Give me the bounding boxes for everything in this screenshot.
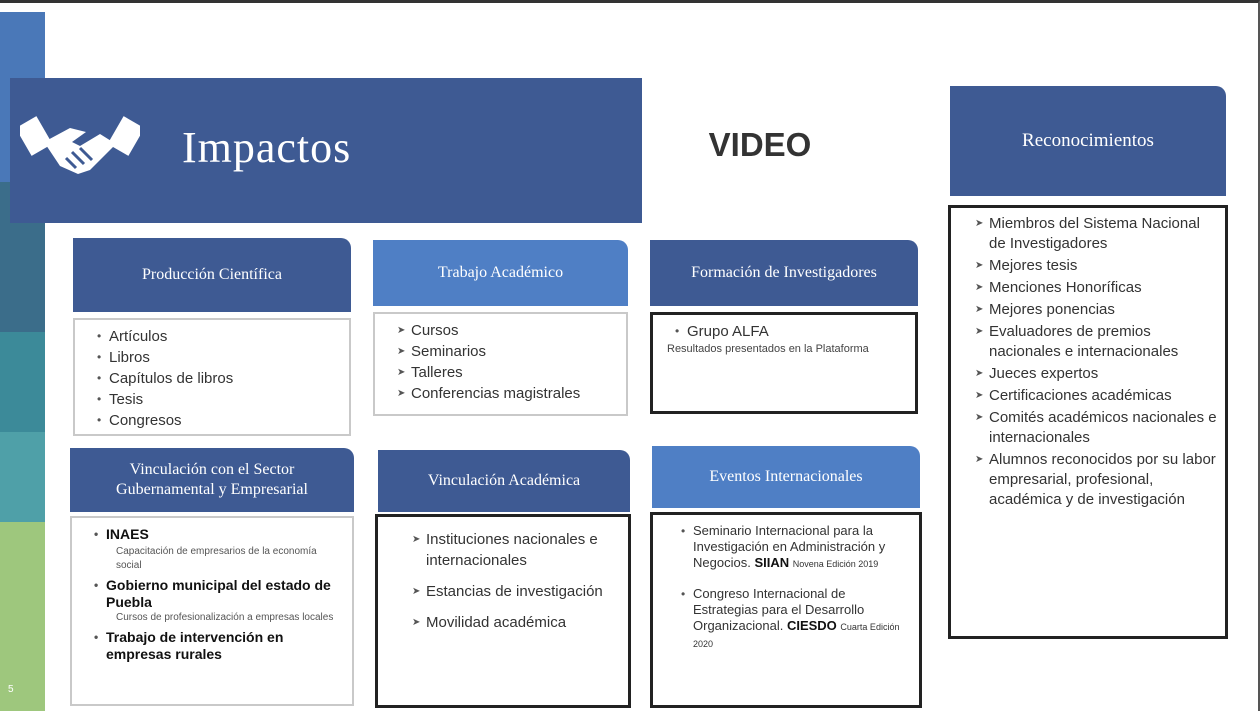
formacion-items: Grupo ALFA: [673, 321, 907, 342]
eventos-header: Eventos Internacionales: [652, 446, 920, 508]
vinc-gub-sub: Capacitación de empresarios de la econom…: [116, 546, 317, 571]
reconocimiento-item: Comités académicos nacionales e internac…: [975, 408, 1217, 448]
evento-tag: CIESDO: [786, 618, 837, 633]
vinc-gub-header: Vinculación con el Sector Gubernamental …: [70, 448, 354, 512]
produccion-list: ArtículosLibrosCapítulos de librosTesisC…: [73, 318, 351, 436]
trabajo-header: Trabajo Académico: [373, 240, 628, 306]
side-stripe-4: [0, 432, 45, 522]
trabajo-item: Talleres: [397, 362, 618, 383]
evento-text: Seminario Internacional para la Investig…: [693, 523, 886, 570]
trabajo-list: CursosSeminariosTalleresConferencias mag…: [373, 312, 628, 416]
produccion-header: Producción Científica: [73, 238, 351, 312]
vinc-acad-title: Vinculación Académica: [427, 472, 581, 489]
reconocimiento-item: Mejores tesis: [975, 256, 1217, 276]
evento-text: Congreso Internacional de Estrategias pa…: [693, 586, 865, 633]
trabajo-items: CursosSeminariosTalleresConferencias mag…: [397, 320, 618, 404]
trabajo-item: Seminarios: [397, 341, 618, 362]
handshake-icon: [15, 108, 145, 188]
produccion-item: Congresos: [97, 410, 341, 431]
produccion-title: Producción Científica: [142, 266, 282, 283]
formacion-box: Grupo ALFA Resultados presentados en la …: [650, 312, 918, 414]
title-banner: [10, 78, 642, 223]
reconocimiento-item: Miembros del Sistema Nacional de Investi…: [975, 214, 1217, 254]
formacion-header: Formación de Investigadores: [650, 240, 918, 306]
vinc-acad-items: Instituciones nacionales e internacional…: [412, 529, 618, 633]
vinc-gub-item: Gobierno municipal del estado de Puebla: [94, 577, 344, 611]
side-stripe-3: [0, 332, 45, 432]
vinc-acad-list: Instituciones nacionales e internacional…: [375, 514, 631, 708]
produccion-item: Tesis: [97, 389, 341, 410]
trabajo-item: Cursos: [397, 320, 618, 341]
reconocimiento-item: Certificaciones académicas: [975, 386, 1217, 406]
eventos-title: Eventos Internacionales: [709, 468, 863, 485]
formacion-title: Formación de Investigadores: [691, 264, 877, 281]
vinc-gub-items: INAES Capacitación de empresarios de la …: [92, 524, 344, 663]
vinc-acad-item: Instituciones nacionales e internacional…: [412, 529, 618, 571]
reconocimiento-item: Mejores ponencias: [975, 300, 1217, 320]
trabajo-title: Trabajo Académico: [437, 264, 564, 281]
eventos-items: Seminario Internacional para la Investig…: [679, 523, 911, 652]
reconocimiento-item: Jueces expertos: [975, 364, 1217, 384]
vinc-acad-item: Movilidad académica: [412, 612, 618, 633]
reconocimiento-item: Evaluadores de premios nacionales e inte…: [975, 322, 1217, 362]
vinc-gub-item: INAES: [94, 524, 344, 545]
vinc-gub-list: INAES Capacitación de empresarios de la …: [70, 516, 354, 706]
reconocimientos-title: Reconocimientos: [1022, 130, 1154, 152]
produccion-item: Artículos: [97, 326, 341, 347]
page-title: Impactos: [182, 123, 352, 172]
formacion-item: Grupo ALFA: [675, 321, 907, 342]
vinc-acad-header: Vinculación Académica: [378, 450, 630, 512]
evento-edition: Cuarta Edición 2020: [693, 622, 900, 649]
produccion-item: Libros: [97, 347, 341, 368]
vinc-gub-item: Trabajo de intervención en empresas rura…: [94, 629, 344, 663]
vinc-acad-item: Estancias de investigación: [412, 581, 618, 602]
evento-tag: SIIAN: [754, 555, 790, 570]
video-label[interactable]: VIDEO: [708, 126, 812, 163]
evento-edition: Novena Edición 2019: [792, 559, 879, 569]
evento-item: Congreso Internacional de Estrategias pa…: [681, 586, 911, 652]
produccion-item: Capítulos de libros: [97, 368, 341, 389]
evento-item: Seminario Internacional para la Investig…: [681, 523, 911, 572]
trabajo-item: Conferencias magistrales: [397, 383, 618, 404]
slide-number: 5: [8, 684, 14, 695]
vinc-gub-title: Vinculación con el Sector Gubernamental …: [116, 461, 308, 498]
formacion-note: Resultados presentados en la Plataforma: [667, 343, 869, 355]
reconocimientos-items: Miembros del Sistema Nacional de Investi…: [975, 214, 1217, 510]
reconocimiento-item: Menciones Honoríficas: [975, 278, 1217, 298]
eventos-list: Seminario Internacional para la Investig…: [650, 512, 922, 708]
reconocimientos-list: Miembros del Sistema Nacional de Investi…: [948, 205, 1228, 639]
side-stripe-5: [0, 522, 45, 711]
vinc-gub-sub: Cursos de profesionalización a empresas …: [116, 612, 334, 623]
reconocimientos-header: Reconocimientos: [950, 86, 1226, 196]
reconocimiento-item: Alumnos reconocidos por su labor empresa…: [975, 450, 1217, 510]
produccion-items: ArtículosLibrosCapítulos de librosTesisC…: [95, 326, 341, 431]
